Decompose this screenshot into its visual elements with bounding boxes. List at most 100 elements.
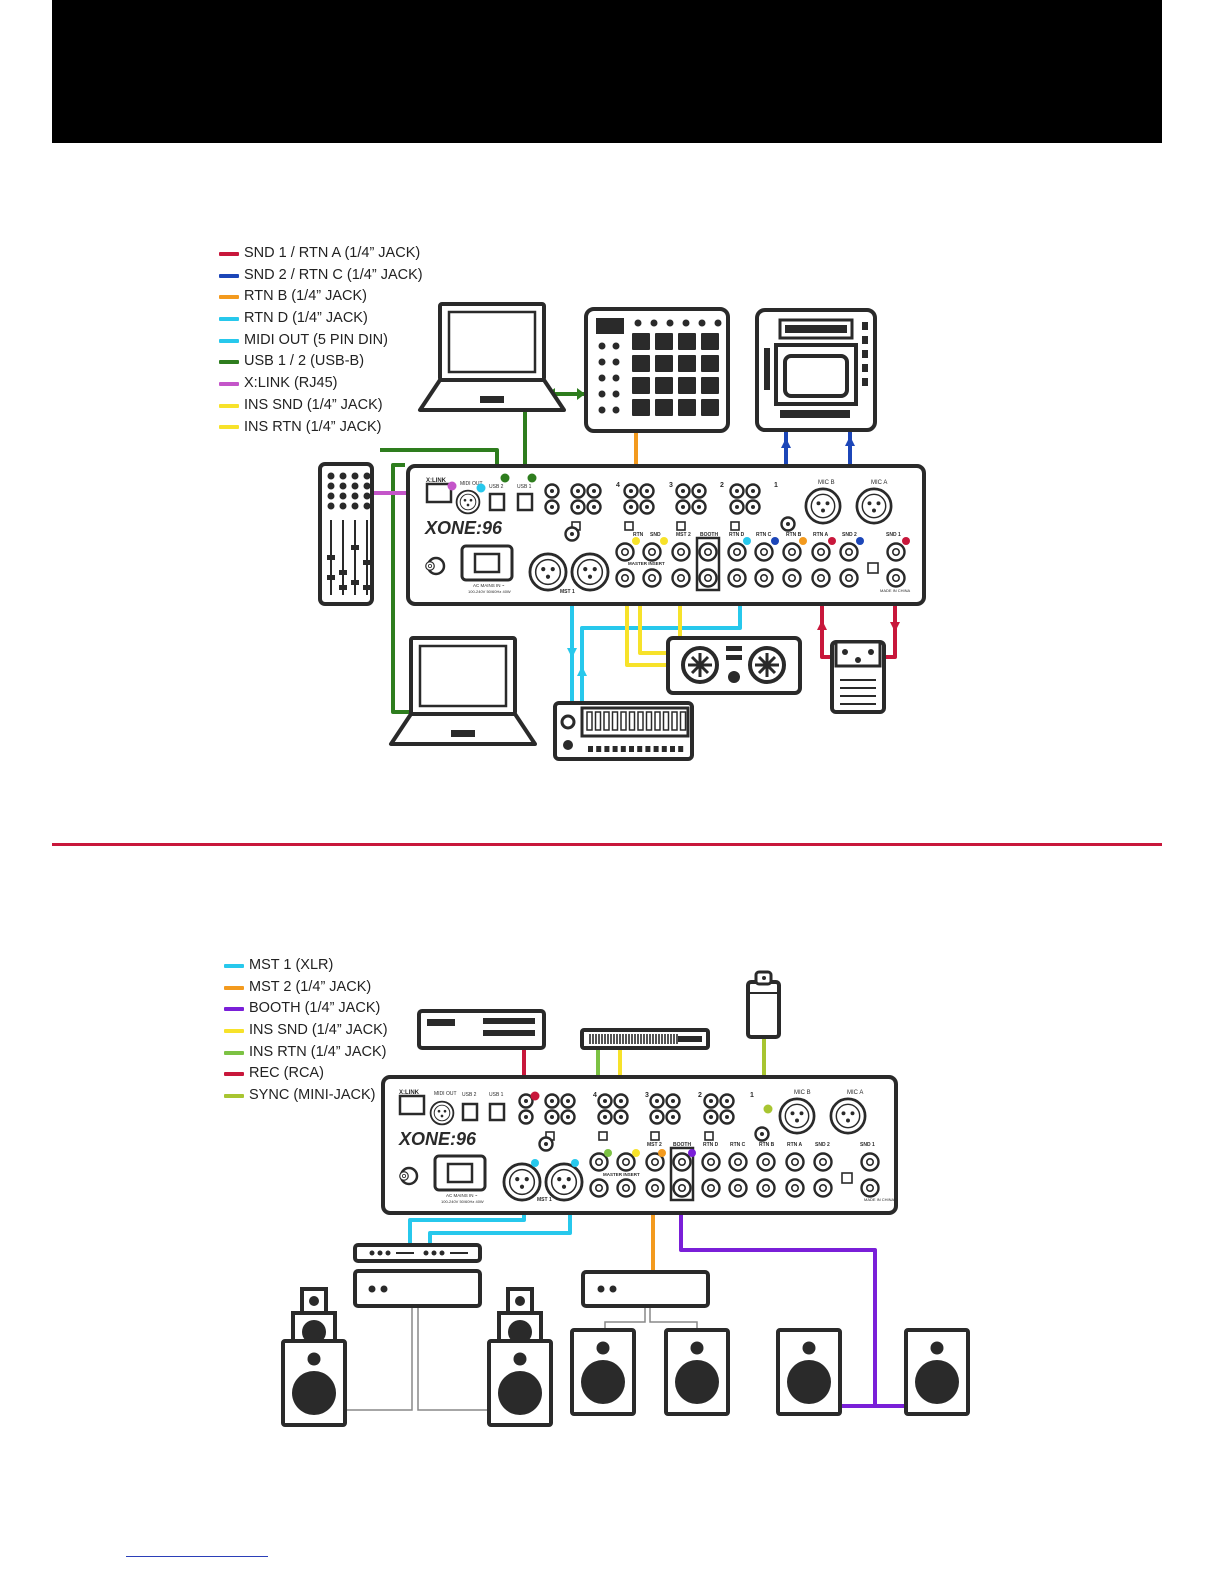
svg-text:MADE IN CHINA: MADE IN CHINA	[864, 1197, 895, 1202]
legend-top-label: X:LINK (RJ45)	[244, 375, 338, 392]
legend-top-item: MIDI OUT (5 PIN DIN)	[219, 330, 423, 352]
sync-device-icon	[746, 970, 781, 1039]
svg-text:MST 1: MST 1	[537, 1197, 552, 1203]
svg-text:MIC A: MIC A	[847, 1090, 863, 1096]
legend-top-item: SND 1 / RTN A (1/4” JACK)	[219, 243, 423, 265]
cable-booth	[679, 1213, 877, 1408]
booth-speaker-1-icon	[776, 1328, 842, 1416]
legend-bottom-swatch	[224, 985, 244, 990]
legend-top-item: USB 1 / 2 (USB-B)	[219, 351, 423, 373]
svg-text:4: 4	[616, 482, 620, 489]
cable-mst1-l	[408, 1213, 526, 1245]
legend-top-item: SND 2 / RTN C (1/4” JACK)	[219, 265, 423, 287]
laptop-icon-bottom	[389, 636, 537, 746]
legend-top-swatch	[219, 338, 239, 343]
top-diagram: X:LINK MIDI OUT USB 2 USB 1 XONE:96 AC M…	[318, 302, 926, 761]
cdj-player-icon	[755, 308, 877, 432]
svg-text:2: 2	[698, 1092, 702, 1099]
svg-text:RTN D: RTN D	[729, 532, 745, 538]
svg-text:USB 1: USB 1	[489, 1092, 504, 1098]
svg-text:RTN D: RTN D	[703, 1142, 719, 1148]
legend-bottom-item: BOOTH (1/4” JACK)	[224, 998, 388, 1020]
svg-text:MST 1: MST 1	[560, 589, 575, 595]
pad-controller-icon	[584, 307, 730, 433]
cable-mst1-r	[428, 1213, 572, 1245]
legend-top-label: SND 1 / RTN A (1/4” JACK)	[244, 245, 421, 261]
svg-text:SND: SND	[650, 532, 661, 538]
legend-bottom-swatch	[224, 1007, 244, 1012]
svg-text:4: 4	[593, 1092, 597, 1099]
xlink-label: X:LINK	[426, 478, 447, 484]
rack-processor-icon	[580, 1028, 710, 1050]
svg-text:RTN B: RTN B	[786, 532, 802, 538]
svg-text:RTN A: RTN A	[813, 532, 828, 538]
legend-top-label: RTN B (1/4” JACK)	[244, 288, 368, 305]
svg-text:RTN C: RTN C	[730, 1142, 746, 1148]
svg-text:2: 2	[720, 482, 724, 489]
legend-bottom-label: INS RTN (1/4” JACK)	[249, 1043, 387, 1060]
mixer-bottom: X:LINK MIDI OUT USB 2 USB 1 XONE:96 AC M…	[381, 1075, 898, 1215]
cable-ins-snd	[625, 604, 670, 667]
legend-bottom-swatch	[224, 1072, 244, 1077]
svg-text:X:LINK: X:LINK	[399, 1090, 420, 1096]
legend-bottom-label: REC (RCA)	[249, 1065, 324, 1082]
connection-dots-top	[447, 473, 910, 545]
svg-text:1: 1	[774, 482, 778, 489]
amplifier-right-icon	[581, 1270, 710, 1308]
svg-text:AC MAINS IN ~: AC MAINS IN ~	[446, 1193, 478, 1198]
svg-text:AC MAINS IN ~: AC MAINS IN ~	[473, 583, 505, 588]
connection-dots-bottom	[530, 1091, 773, 1167]
svg-text:MIDI OUT: MIDI OUT	[460, 481, 483, 487]
svg-text:SND 1: SND 1	[860, 1142, 875, 1148]
cable-rtn-d	[580, 604, 742, 703]
legend-bottom-item: SYNC (MINI-JACK)	[224, 1085, 388, 1107]
svg-text:MST 2: MST 2	[676, 532, 691, 538]
legend-top-label: MIDI OUT (5 PIN DIN)	[244, 331, 388, 348]
legend-top: SND 1 / RTN A (1/4” JACK) SND 2 / RTN C (…	[219, 243, 423, 438]
legend-bottom-label: SYNC (MINI-JACK)	[249, 1087, 376, 1104]
legend-bottom-swatch	[224, 1093, 244, 1098]
drum-machine-icon	[553, 701, 694, 761]
legend-top-label: USB 1 / 2 (USB-B)	[244, 353, 365, 370]
fader-controller-icon	[318, 462, 374, 606]
svg-text:RTN B: RTN B	[759, 1142, 775, 1148]
pa-speaker-left-icon	[281, 1287, 347, 1427]
svg-text:USB 2: USB 2	[489, 484, 504, 490]
legend-bottom-item: MST 2 (1/4” JACK)	[224, 977, 388, 999]
legend-bottom-label: MST 2 (1/4” JACK)	[249, 978, 372, 995]
legend-top-swatch	[219, 273, 239, 278]
header-bar	[52, 0, 1162, 143]
footer-link-underline	[126, 1556, 268, 1557]
effects-pedal-icon	[830, 640, 886, 714]
legend-top-swatch	[219, 381, 239, 386]
svg-text:BOOTH: BOOTH	[673, 1142, 691, 1148]
legend-top-swatch	[219, 425, 239, 430]
legend-top-swatch	[219, 360, 239, 365]
legend-bottom-label: MST 1 (XLR)	[249, 957, 334, 973]
svg-text:MIC B: MIC B	[794, 1090, 811, 1096]
svg-text:MADE IN CHINA: MADE IN CHINA	[880, 588, 911, 593]
legend-bottom-swatch	[224, 1028, 244, 1033]
monitor-speaker-1-icon	[570, 1328, 636, 1416]
svg-text:MIC B: MIC B	[818, 480, 835, 486]
svg-text:100-240V 50/60Hz 40W: 100-240V 50/60Hz 40W	[441, 1199, 484, 1204]
recorder-icon	[417, 1009, 546, 1050]
pa-speaker-right-icon	[487, 1287, 553, 1427]
svg-text:MASTER INSERT: MASTER INSERT	[628, 561, 665, 566]
legend-bottom-item: INS RTN (1/4” JACK)	[224, 1042, 388, 1064]
legend-bottom-item: REC (RCA)	[224, 1063, 388, 1085]
svg-text:MST 2: MST 2	[647, 1142, 662, 1148]
svg-text:MIDI OUT: MIDI OUT	[434, 1091, 457, 1097]
legend-top-item: RTN B (1/4” JACK)	[219, 286, 423, 308]
svg-text:MIC A: MIC A	[871, 480, 887, 486]
svg-text:SND 2: SND 2	[842, 532, 857, 538]
amplifier-left-icon	[353, 1243, 482, 1308]
legend-bottom-swatch	[224, 1050, 244, 1055]
svg-text:USB 1: USB 1	[517, 484, 532, 490]
mixer-top: X:LINK MIDI OUT USB 2 USB 1 XONE:96 AC M…	[406, 464, 926, 606]
legend-top-item: X:LINK (RJ45)	[219, 373, 423, 395]
svg-text:SND 1: SND 1	[886, 532, 901, 538]
legend-top-label: RTN D (1/4” JACK)	[244, 310, 368, 327]
mixer-brand-bottom: XONE:96	[398, 1129, 477, 1149]
